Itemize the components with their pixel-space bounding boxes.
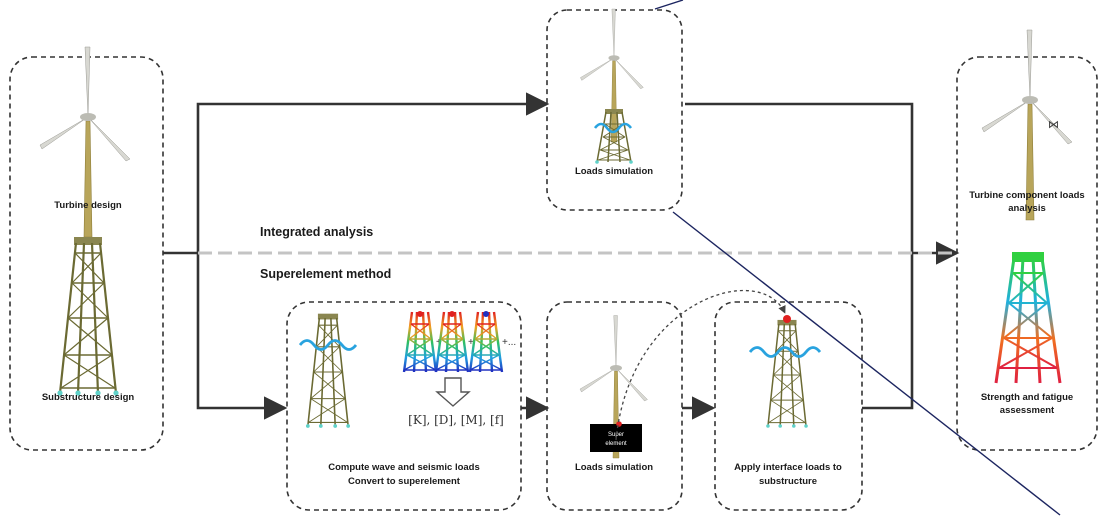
apply-interface-label: Apply interface loads to xyxy=(734,462,842,473)
bottom-loads-simulation-label: Loads simulation xyxy=(575,462,653,473)
superelement-box-line2: element xyxy=(605,441,627,447)
convert-superelement-label: Convert to superelement xyxy=(348,476,461,487)
integrated-analysis-title: Integrated analysis xyxy=(260,225,373,239)
flow-arrows xyxy=(163,92,960,420)
strength-label-2: assessment xyxy=(1000,405,1055,416)
wave-icon xyxy=(748,346,822,358)
turbine-design-label: Turbine design xyxy=(54,200,122,211)
top-loads-simulation-label: Loads simulation xyxy=(575,166,653,177)
strength-label-1: Strength and fatigue xyxy=(981,392,1073,403)
apply-interface-loads-panel: Apply interface loads to substructure xyxy=(714,301,863,511)
stress-jacket-image xyxy=(994,252,1062,384)
diagonal-line-top xyxy=(654,0,684,10)
diagonal-line-bottom xyxy=(672,211,1061,516)
turbine-component-label-2: analysis xyxy=(1008,203,1046,214)
substructure-label: substructure xyxy=(759,476,817,487)
system-matrices-label: [K], [D], [M], [f] xyxy=(408,413,504,427)
compute-loads-label: Compute wave and seismic loads xyxy=(328,462,480,473)
compute-superelement-panel: + + +... [K], [D], [M], [f] Compute wave… xyxy=(286,301,522,511)
svg-text:+: + xyxy=(468,337,474,348)
down-arrow-icon xyxy=(435,377,471,407)
analysis-results-panel: ⋈ Turbine component loads analysis Stren… xyxy=(956,29,1098,451)
superelement-method-title: Superelement method xyxy=(260,267,391,281)
component-marker-icon: ⋈ xyxy=(1048,118,1059,131)
arrow-top-panel-out xyxy=(685,102,914,253)
arrow-to-top-panel xyxy=(196,92,550,253)
substructure-design-label: Substructure design xyxy=(42,392,135,403)
integrated-loads-simulation-panel: Loads simulation xyxy=(546,8,683,211)
mode-shapes-image: + + +... xyxy=(402,310,516,374)
superelement-loads-simulation-panel: Super element Loads simulation xyxy=(546,301,683,511)
wave-icon xyxy=(593,122,633,134)
svg-text:+...: +... xyxy=(502,337,516,348)
jacket-with-waves-image xyxy=(305,312,351,429)
arrow-to-compute-panel xyxy=(196,253,288,420)
substructure-design-image xyxy=(56,235,120,397)
turbine-component-label-1: Turbine component loads xyxy=(969,190,1084,201)
superelement-box-line1: Super xyxy=(608,432,624,438)
interface-loads-dashed-arrow xyxy=(615,289,786,441)
design-inputs-panel: Turbine design Substructure design xyxy=(9,46,164,451)
arrow-apply-out xyxy=(862,253,914,410)
jacket-interface-image xyxy=(765,319,809,429)
wave-icon xyxy=(298,339,358,351)
